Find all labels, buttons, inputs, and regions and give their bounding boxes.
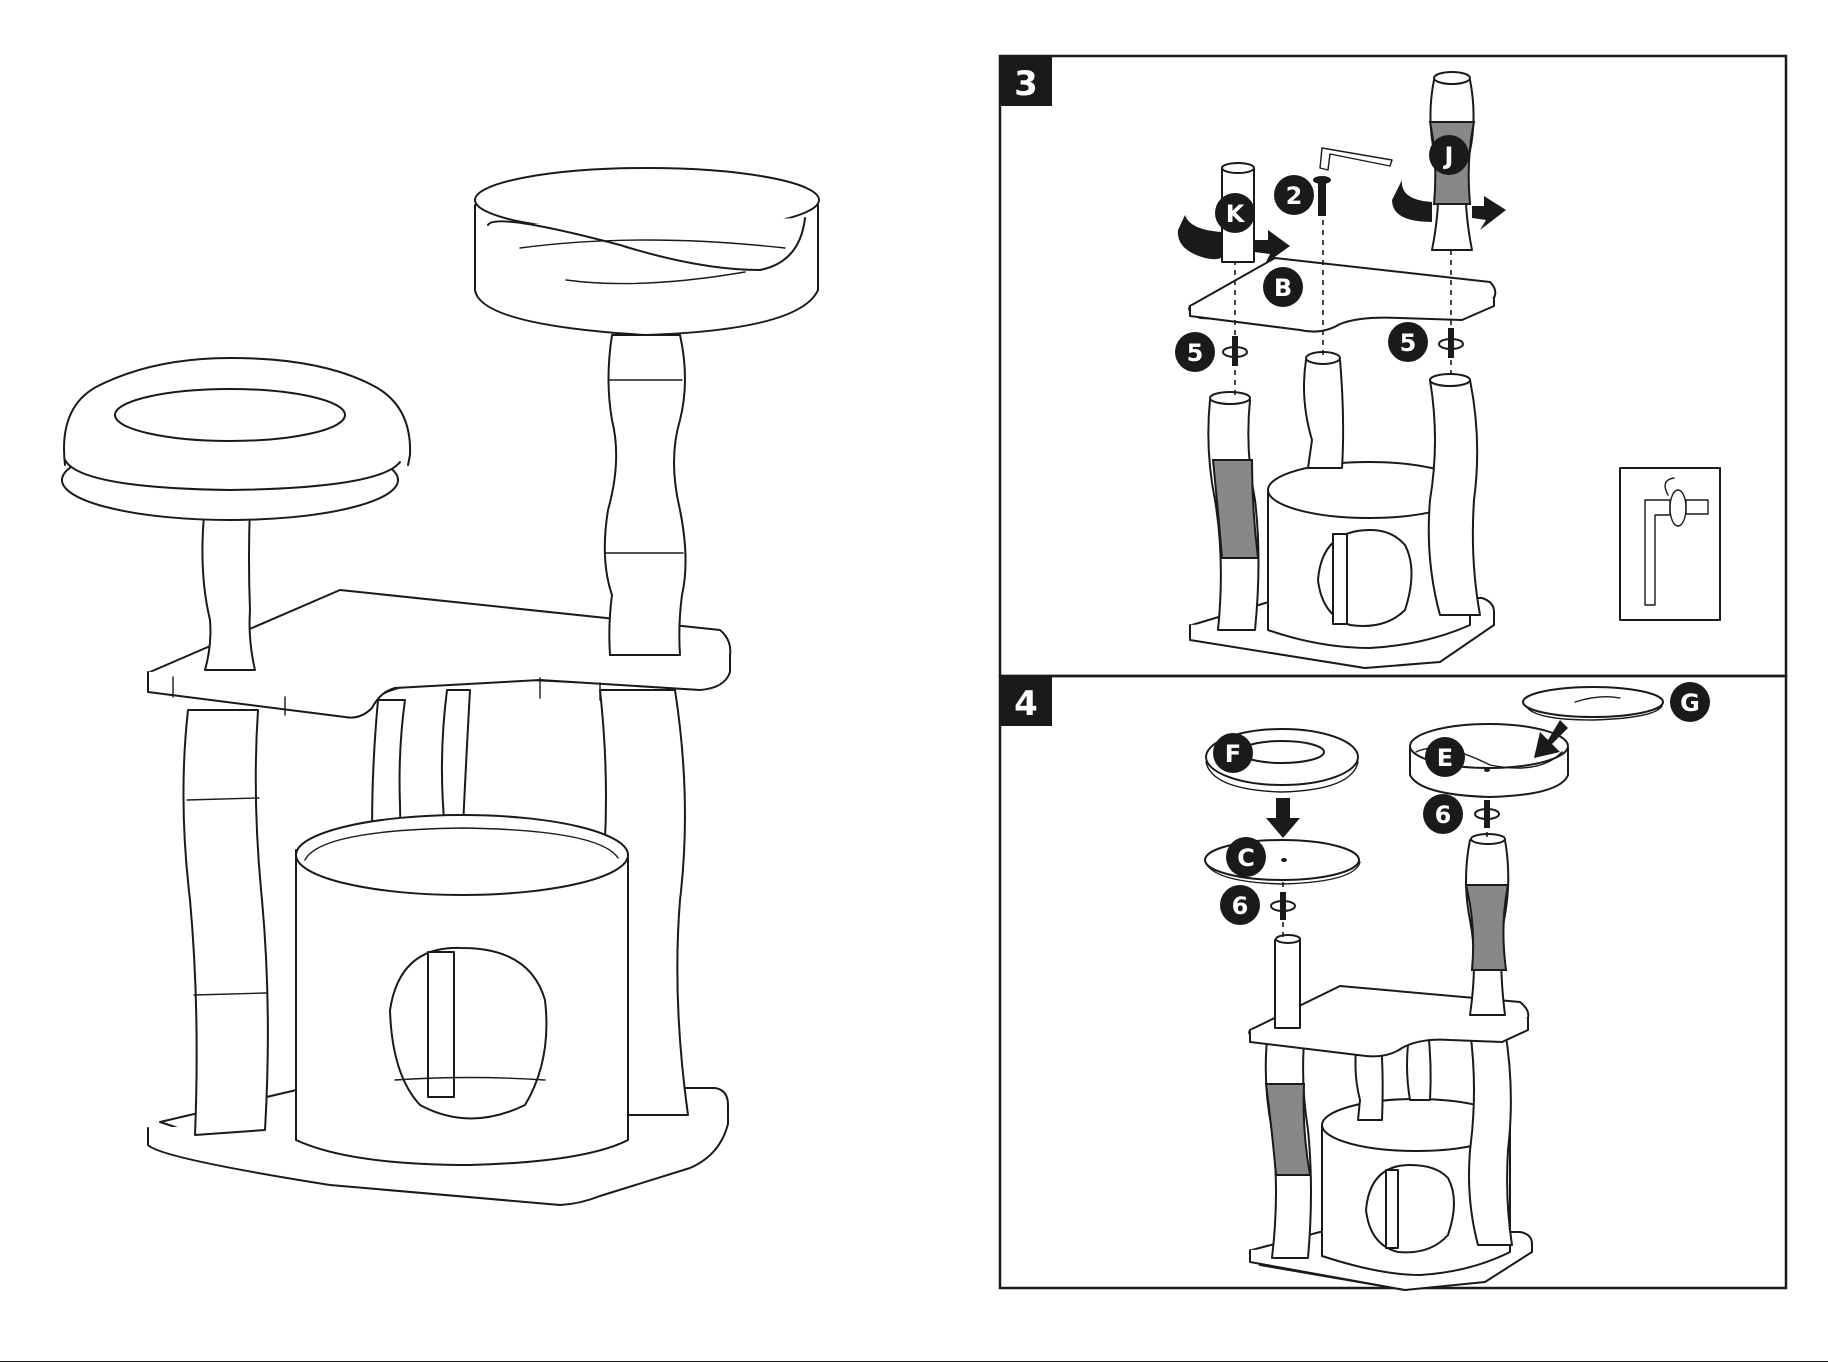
assembled-cat-tree-drawing [62, 168, 819, 1205]
allen-key [1320, 148, 1392, 170]
arrow-down [1266, 798, 1300, 838]
screw-2 [1313, 176, 1331, 216]
label-k: K [1226, 200, 1246, 228]
label-g: G [1680, 689, 1700, 717]
label-f: F [1225, 740, 1241, 768]
label-bolt-5-left: 5 [1187, 339, 1204, 367]
tall-post [605, 335, 686, 655]
label-j: J [1443, 142, 1454, 170]
step-4-illustration [1205, 687, 1663, 1290]
step-4-number: 4 [1014, 684, 1038, 724]
label-b: B [1274, 274, 1292, 302]
step-4-number-tab: 4 [1000, 676, 1052, 726]
bolt-6-left [1271, 892, 1295, 920]
label-c: C [1237, 844, 1255, 872]
left-bed-post [202, 505, 255, 670]
label-bolt-6-right: 6 [1435, 801, 1452, 829]
label-bolt-6-left: 6 [1232, 892, 1249, 920]
step-3-number-tab: 3 [1000, 56, 1052, 106]
front-left-post [183, 710, 267, 1135]
label-e: E [1437, 744, 1453, 772]
step-3-number: 3 [1014, 64, 1038, 104]
label-bolt-5-right: 5 [1400, 329, 1417, 357]
label-screw-qty: 2 [1286, 182, 1303, 210]
condo-cube [296, 815, 628, 1165]
bolt-6-right [1475, 800, 1499, 828]
cushion-disc-g [1523, 687, 1663, 717]
left-round-bed [62, 358, 410, 520]
top-cup-bed [475, 168, 819, 335]
allen-key-inset [1620, 468, 1720, 620]
